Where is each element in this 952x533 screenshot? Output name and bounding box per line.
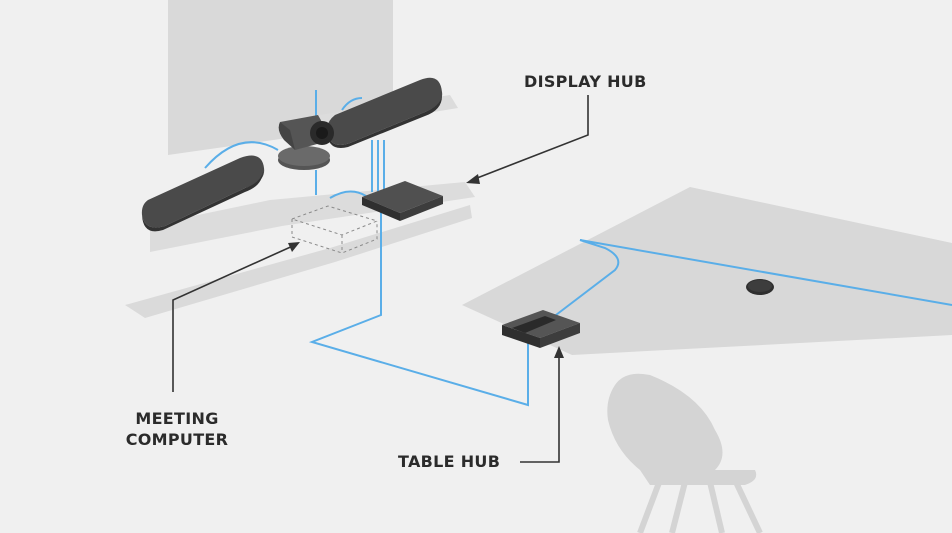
display-hub-device xyxy=(362,181,443,221)
pointer-arrows xyxy=(172,95,589,463)
right-speaker-bar xyxy=(326,77,443,148)
table-hub-pointer xyxy=(520,352,560,463)
chair-icon xyxy=(607,373,763,533)
table-mic-icon xyxy=(746,279,774,295)
table-hub-device xyxy=(502,310,580,348)
arrowhead-table-hub xyxy=(554,346,564,358)
meeting-computer-label: MEETING COMPUTER xyxy=(122,408,232,450)
arrowheads xyxy=(288,174,564,358)
ptz-camera-icon xyxy=(278,115,334,170)
display-hub-pointer xyxy=(471,95,589,181)
arrowhead-display-hub xyxy=(466,174,480,184)
table-hub-label: TABLE HUB xyxy=(398,452,501,471)
credenza-surface xyxy=(125,205,472,318)
display-hub-label: DISPLAY HUB xyxy=(524,72,647,91)
left-speaker-bar xyxy=(141,155,265,232)
meeting-computer-label-line1: MEETING xyxy=(135,409,219,428)
meeting-computer-pointer xyxy=(172,244,296,392)
arrowhead-meeting-computer xyxy=(288,242,300,252)
meeting-computer-label-line2: COMPUTER xyxy=(125,430,229,449)
table-surface xyxy=(462,187,952,355)
dashed-computer-outline-icon xyxy=(290,205,379,254)
